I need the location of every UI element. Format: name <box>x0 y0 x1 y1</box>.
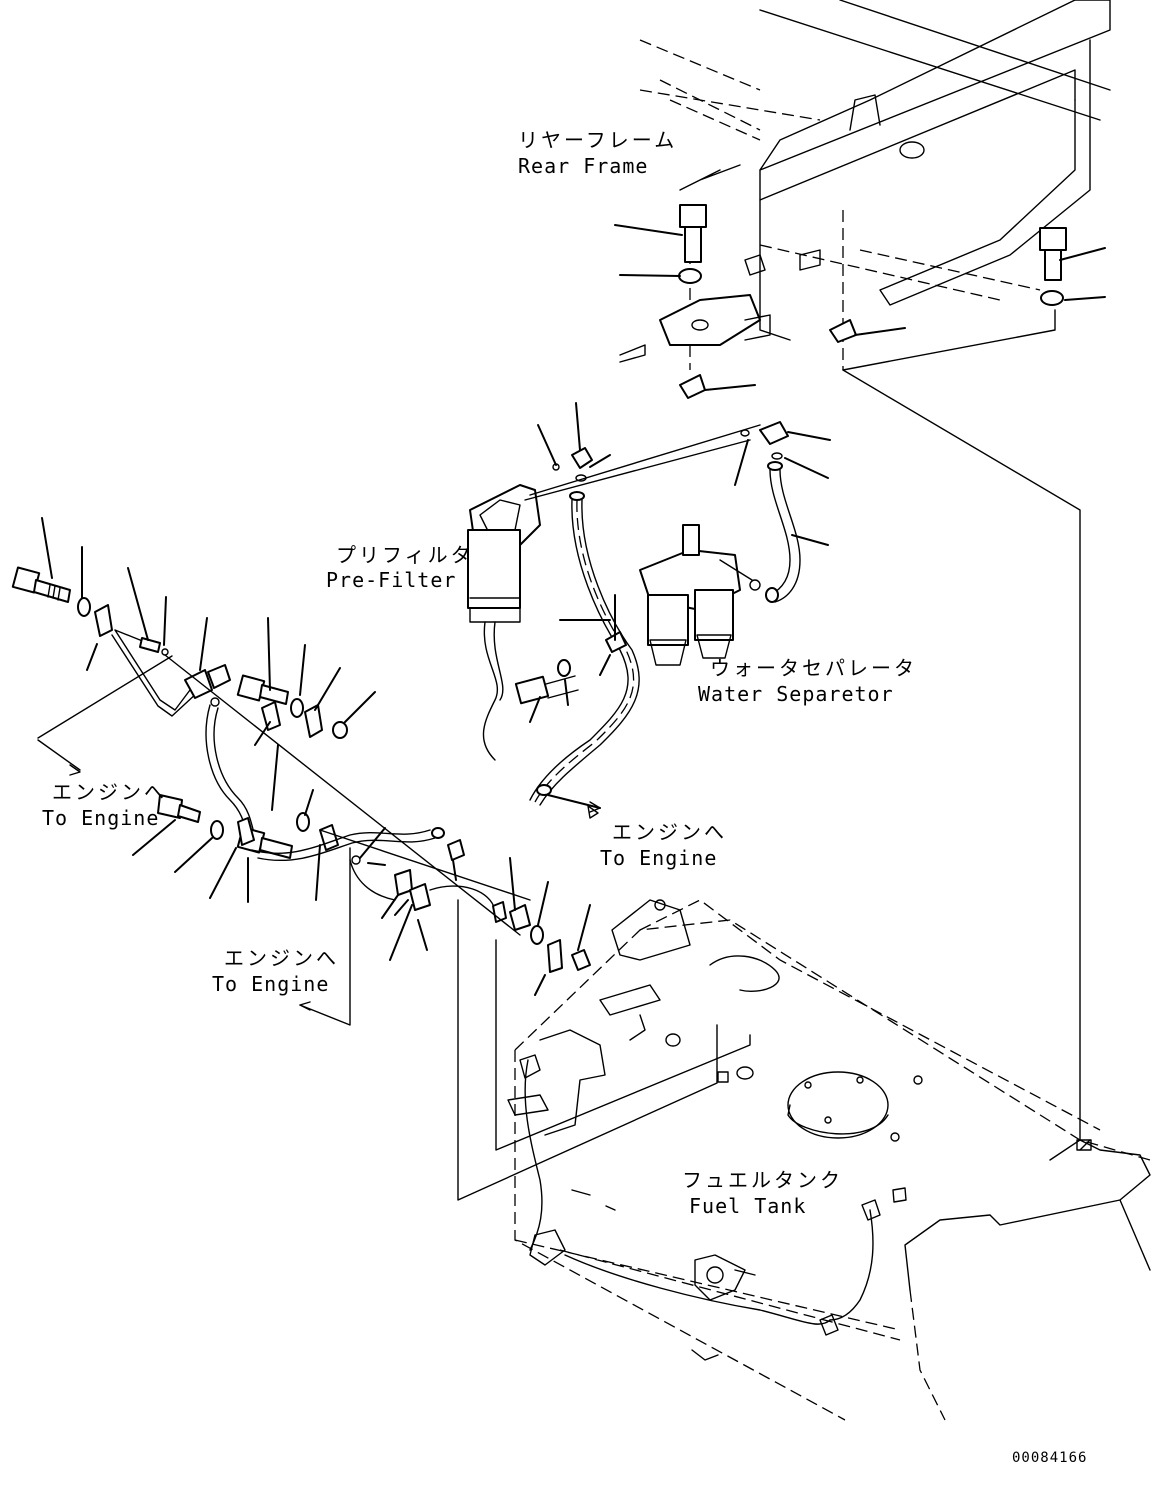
water-separator-label-en: Water Separetor <box>698 682 894 706</box>
water-separator-label-jp: ウォータセパレータ <box>710 656 917 680</box>
to-engine-center-label-jp: エンジンへ <box>612 820 727 844</box>
left-hardware <box>11 517 591 1026</box>
to-engine-bottom-label-jp: エンジンへ <box>224 946 339 970</box>
rear-frame <box>619 0 1111 370</box>
pre-filter-assembly <box>467 402 761 761</box>
to-engine-left-label-jp: エンジンへ <box>52 780 167 804</box>
fuel-tank-label-en: Fuel Tank <box>689 1194 807 1218</box>
washer-1 <box>678 268 702 284</box>
shim-2 <box>829 319 857 343</box>
shim-1 <box>679 374 706 399</box>
frame-mount-hardware <box>614 204 1106 399</box>
pre-filter-bowl <box>467 529 521 609</box>
bolt-shank-1 <box>684 226 702 263</box>
to-engine-bottom-label-en: To Engine <box>212 972 330 996</box>
to-engine-center-label-en: To Engine <box>600 846 718 870</box>
fuel-tank <box>457 369 1151 1421</box>
bolt-head-1 <box>679 204 707 228</box>
washer-2 <box>1040 290 1064 306</box>
rear-frame-label-en: Rear Frame <box>518 154 649 178</box>
fuel-tank-label-jp: フュエルタンク <box>682 1168 843 1192</box>
water-separator-assembly <box>639 524 761 666</box>
bolt-head-2 <box>1039 227 1067 251</box>
rear-frame-label-jp: リヤーフレーム <box>518 128 678 152</box>
fuel-hose-pre-filter <box>514 491 640 813</box>
pre-filter-label-en: Pre-Filter <box>326 568 457 592</box>
engine-arrows <box>587 805 599 819</box>
pre-filter-label-jp: プリフィルタ <box>336 543 474 567</box>
fuel-hose-water-separator <box>734 421 831 603</box>
to-engine-left-label-en: To Engine <box>42 806 160 830</box>
drawing-number: 00084166 <box>1012 1450 1088 1466</box>
bolt-shank-2 <box>1044 249 1062 281</box>
